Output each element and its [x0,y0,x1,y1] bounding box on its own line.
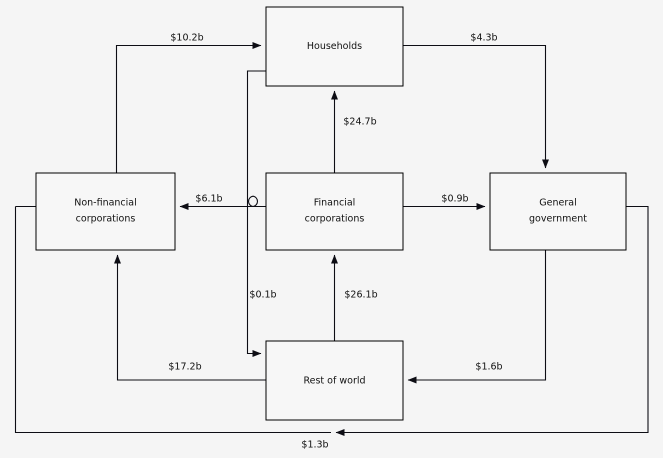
node-label-financial-corporations-line1: Financial [314,198,356,209]
node-box-financial-corporations[interactable] [265,172,404,251]
edge-label-fc-to-households: $24.7b [343,117,376,128]
edge-label-gg-to-row: $1.6b [475,362,502,373]
edge-row-to-fc: $26.1b [331,254,378,341]
node-financial-corporations[interactable]: Financial corporations [265,172,404,251]
edge-line-gg-to-row [407,250,547,384]
edge-line-households-to-row [246,70,266,357]
edge-label-households-to-gg: $4.3b [470,33,497,44]
node-label-financial-corporations-line2: corporations [305,214,365,225]
edge-row-to-nfc: $17.2b [114,254,266,381]
node-households[interactable]: Households [265,6,404,87]
edge-gg-to-nfc: $1.3b [14,205,649,451]
edge-line-households-to-gg [403,44,549,169]
edge-label-row-to-nfc: $17.2b [168,362,201,373]
edge-label-households-to-row: $0.1b [249,290,276,301]
node-box-rest-of-world[interactable] [265,340,404,421]
node-label-non-financial-corporations-line1: Non-financial [74,198,137,209]
node-rest-of-world[interactable]: Rest of world [265,340,404,421]
edge-line-row-to-nfc [114,254,266,381]
node-label-rest-of-world: Rest of world [303,376,365,387]
edge-line-nfc-to-households [115,42,262,173]
edge-fc-to-nfc: $6.1b [179,194,266,210]
node-label-non-financial-corporations-line2: corporations [76,214,136,225]
node-label-households: Households [307,41,362,52]
node-general-government[interactable]: General government [489,172,627,251]
edge-label-fc-to-nfc: $6.1b [195,194,222,205]
node-non-financial-corporations[interactable]: Non-financial corporations [35,172,176,251]
edge-label-nfc-to-households: $10.2b [170,33,203,44]
node-label-general-government-line1: General [539,198,576,209]
edge-line-gg-to-nfc-left [14,205,331,434]
edge-nfc-to-households: $10.2b [115,33,262,173]
edge-fc-to-gg: $0.9b [403,194,486,210]
edge-line-gg-to-nfc-right [335,205,649,436]
edge-label-fc-to-gg: $0.9b [441,194,468,205]
node-box-non-financial-corporations[interactable] [35,172,176,251]
edge-line-fc-to-nfc [179,195,266,210]
edge-fc-to-households: $24.7b [331,90,377,173]
edge-households-to-row: $0.1b [246,70,277,357]
edge-households-to-gg: $4.3b [403,33,549,169]
edge-label-row-to-fc: $26.1b [344,290,377,301]
edge-gg-to-row: $1.6b [407,250,547,384]
edge-label-gg-to-nfc: $1.3b [301,440,328,451]
node-box-general-government[interactable] [489,172,627,251]
node-box-households[interactable] [265,6,404,87]
node-label-general-government-line2: government [529,214,587,225]
